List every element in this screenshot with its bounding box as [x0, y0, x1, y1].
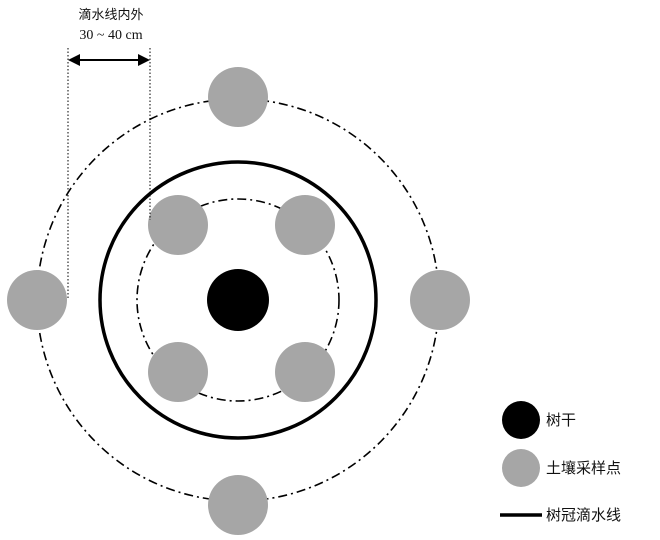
inner-sample-point [148, 342, 208, 402]
legend-label-dripline: 树冠滴水线 [546, 506, 622, 524]
legend-label-sample: 土壤采样点 [546, 459, 622, 477]
annotation-arrowhead-right [138, 54, 150, 66]
outer-sample-point [208, 475, 268, 535]
inner-sampling-circle [136, 198, 340, 402]
legend-sample-icon [502, 449, 540, 487]
legend-label-trunk: 树干 [546, 411, 577, 429]
inner-sample-point [148, 195, 208, 255]
outer-sample-point [410, 270, 470, 330]
annotation-arrowhead-left [68, 54, 80, 66]
tree-trunk [207, 269, 269, 331]
inner-sample-point [275, 342, 335, 402]
inner-sample-point [275, 195, 335, 255]
outer-sample-point [7, 270, 67, 330]
annotation-title: 滴水线内外 [78, 8, 144, 23]
crown-drip-line [98, 160, 378, 440]
annotation-distance: 30 ~ 40 cm [79, 28, 143, 43]
legend-trunk-icon [502, 401, 540, 439]
outer-sample-point [208, 67, 268, 127]
